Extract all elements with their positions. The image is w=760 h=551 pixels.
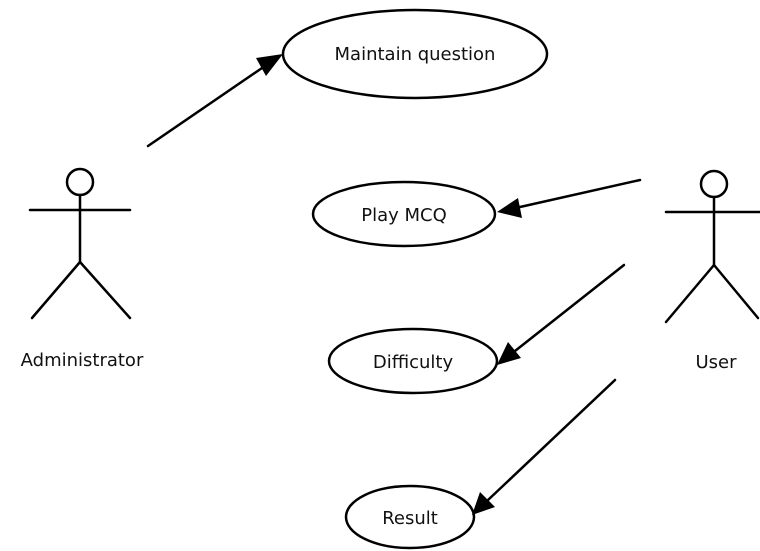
actor-left-leg (30, 260, 82, 320)
arrowhead-icon (497, 198, 522, 218)
arrowhead-icon (497, 342, 521, 365)
association-user-difficulty (497, 263, 626, 365)
association-line (146, 66, 264, 148)
use-case-ellipse (327, 327, 499, 395)
actor-head (65, 167, 95, 197)
actor-left-leg (664, 263, 716, 324)
actor-right-leg (78, 260, 132, 320)
use-case-difficulty[interactable]: Difficulty (327, 327, 499, 395)
arrowhead-icon (472, 492, 495, 515)
association-line (518, 178, 642, 209)
use-case-label: Difficulty (373, 352, 454, 373)
actor-right-leg (712, 263, 760, 320)
use-case-play-mcq[interactable]: Play MCQ (311, 180, 497, 248)
association-user-result (472, 378, 617, 515)
association-user-play-mcq (497, 178, 642, 218)
arrowhead-icon (256, 54, 283, 76)
use-case-maintain-question[interactable]: Maintain question (281, 8, 549, 100)
association-line (486, 378, 617, 502)
actor-user[interactable]: User (664, 169, 760, 373)
use-case-ellipse (311, 180, 497, 248)
actor-head (699, 169, 729, 199)
actor-label: Administrator (21, 350, 144, 371)
use-case-label: Result (382, 508, 438, 529)
use-case-label: Play MCQ (361, 205, 447, 226)
association-administrator-maintain-question (146, 54, 283, 148)
use-case-result[interactable]: Result (344, 484, 476, 550)
use-case-ellipse (344, 484, 476, 550)
actor-administrator[interactable]: Administrator (21, 167, 144, 371)
use-case-label: Maintain question (335, 44, 496, 65)
actor-label: User (695, 352, 737, 373)
association-line (513, 263, 626, 353)
